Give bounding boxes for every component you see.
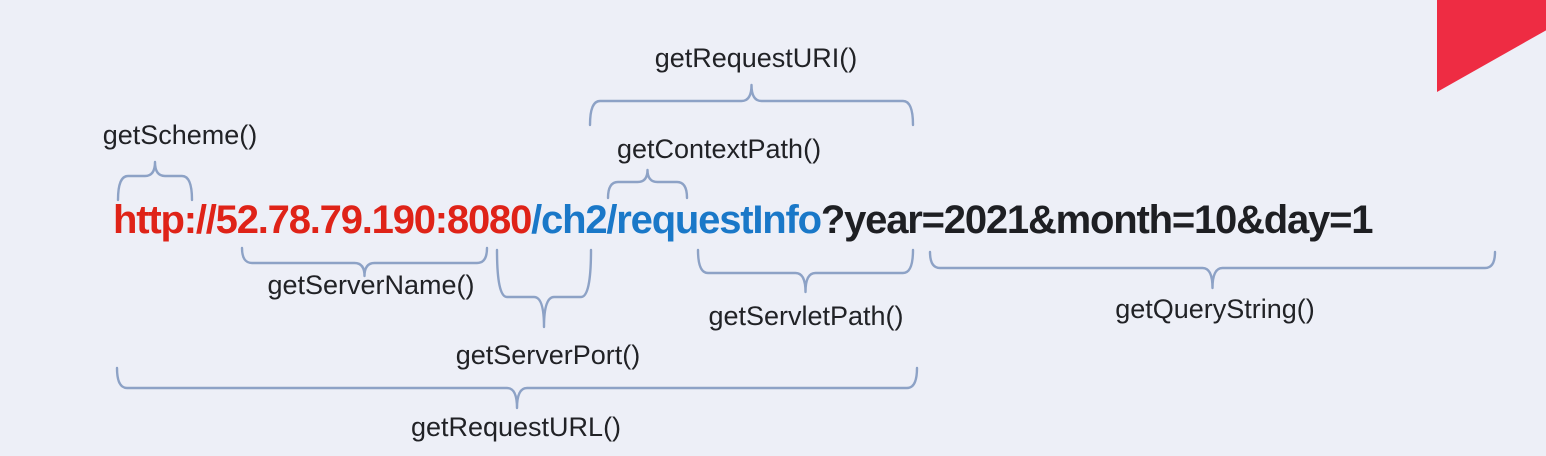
brace-get-query-string xyxy=(928,250,1497,290)
label-get-request-url: getRequestURL() xyxy=(410,412,622,442)
url-query: ?year=2021&month=10&day=1 xyxy=(820,198,1374,242)
label-get-servlet-path: getServletPath() xyxy=(708,301,904,331)
brace-get-request-url xyxy=(115,366,919,410)
brace-get-context-path xyxy=(606,168,689,200)
brace-get-scheme xyxy=(116,160,194,202)
label-get-context-path: getContextPath() xyxy=(616,134,822,164)
url-text: http://52.78.79.190:8080/ch2/requestInfo… xyxy=(113,196,1374,244)
label-get-scheme: getScheme() xyxy=(102,120,258,150)
label-get-request-uri: getRequestURI() xyxy=(654,43,858,73)
label-get-server-port: getServerPort() xyxy=(455,340,641,370)
url-path: /ch2/requestInfo xyxy=(531,198,822,242)
brace-get-request-uri xyxy=(588,83,915,127)
brace-get-server-name xyxy=(240,246,489,278)
label-get-query-string: getQueryString() xyxy=(1115,294,1315,324)
url-scheme-host-port: http://52.78.79.190:8080 xyxy=(113,198,532,242)
brace-get-servlet-path xyxy=(696,248,915,294)
corner-accent-triangle xyxy=(1437,0,1546,92)
label-get-server-name: getServerName() xyxy=(267,270,475,300)
brace-get-server-port xyxy=(495,248,593,329)
